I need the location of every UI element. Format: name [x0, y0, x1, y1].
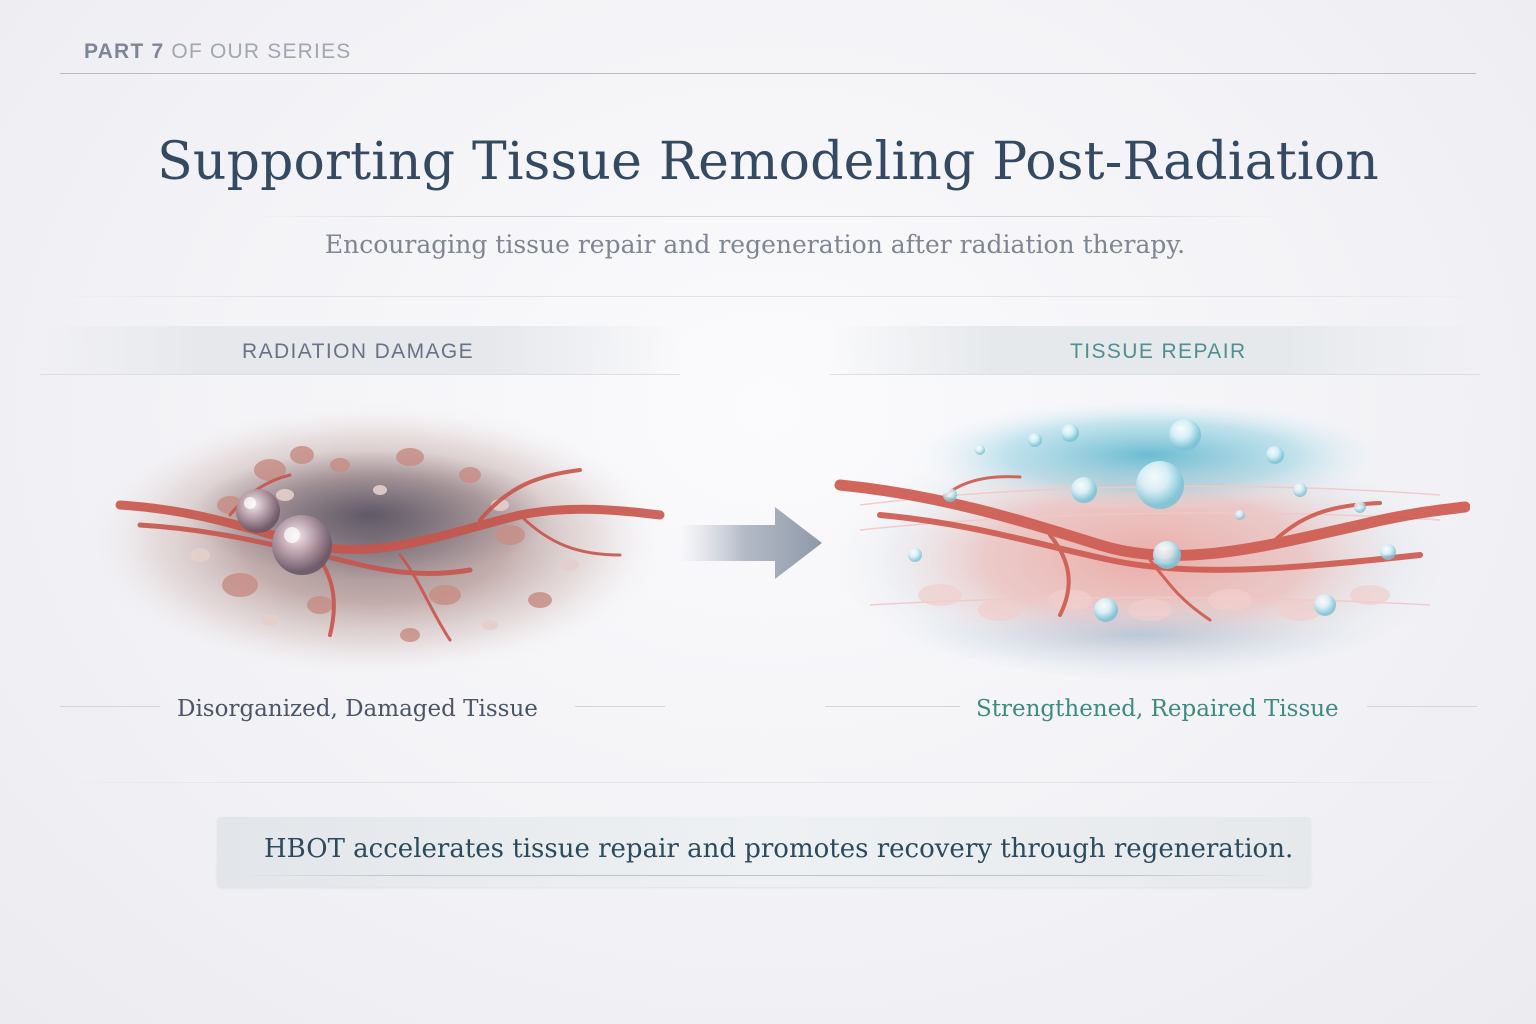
title-divider: [250, 216, 1286, 217]
repair-heading: TISSUE REPAIR: [1070, 340, 1247, 363]
top-divider: [60, 73, 1476, 74]
repaired-tissue-illustration: [825, 400, 1470, 680]
page-title: Supporting Tissue Remodeling Post-Radiat…: [157, 132, 1379, 192]
hbot-callout-text: HBOT accelerates tissue repair and promo…: [264, 834, 1294, 864]
damaged-tissue-illustration: [80, 400, 670, 680]
callout-underline: [240, 875, 1280, 876]
damage-caption-line-right: [575, 706, 665, 707]
damage-caption-line-left: [60, 706, 160, 707]
damage-heading: RADIATION DAMAGE: [242, 340, 475, 363]
repair-caption-line-left: [825, 706, 960, 707]
repair-heading-band: [830, 326, 1480, 375]
arrow-right-icon: [680, 507, 822, 579]
damage-caption: Disorganized, Damaged Tissue: [177, 696, 538, 722]
series-rest: OF OUR SERIES: [171, 40, 352, 63]
repair-caption-line-right: [1367, 706, 1477, 707]
page-subtitle: Encouraging tissue repair and regenerati…: [324, 230, 1186, 259]
repair-caption: Strengthened, Repaired Tissue: [976, 696, 1339, 722]
caption-divider: [40, 782, 1496, 783]
series-part: PART 7: [84, 40, 165, 63]
series-label: PART 7 OF OUR SERIES: [84, 40, 352, 64]
damage-heading-band: [40, 326, 680, 375]
subtitle-divider: [40, 296, 1496, 297]
